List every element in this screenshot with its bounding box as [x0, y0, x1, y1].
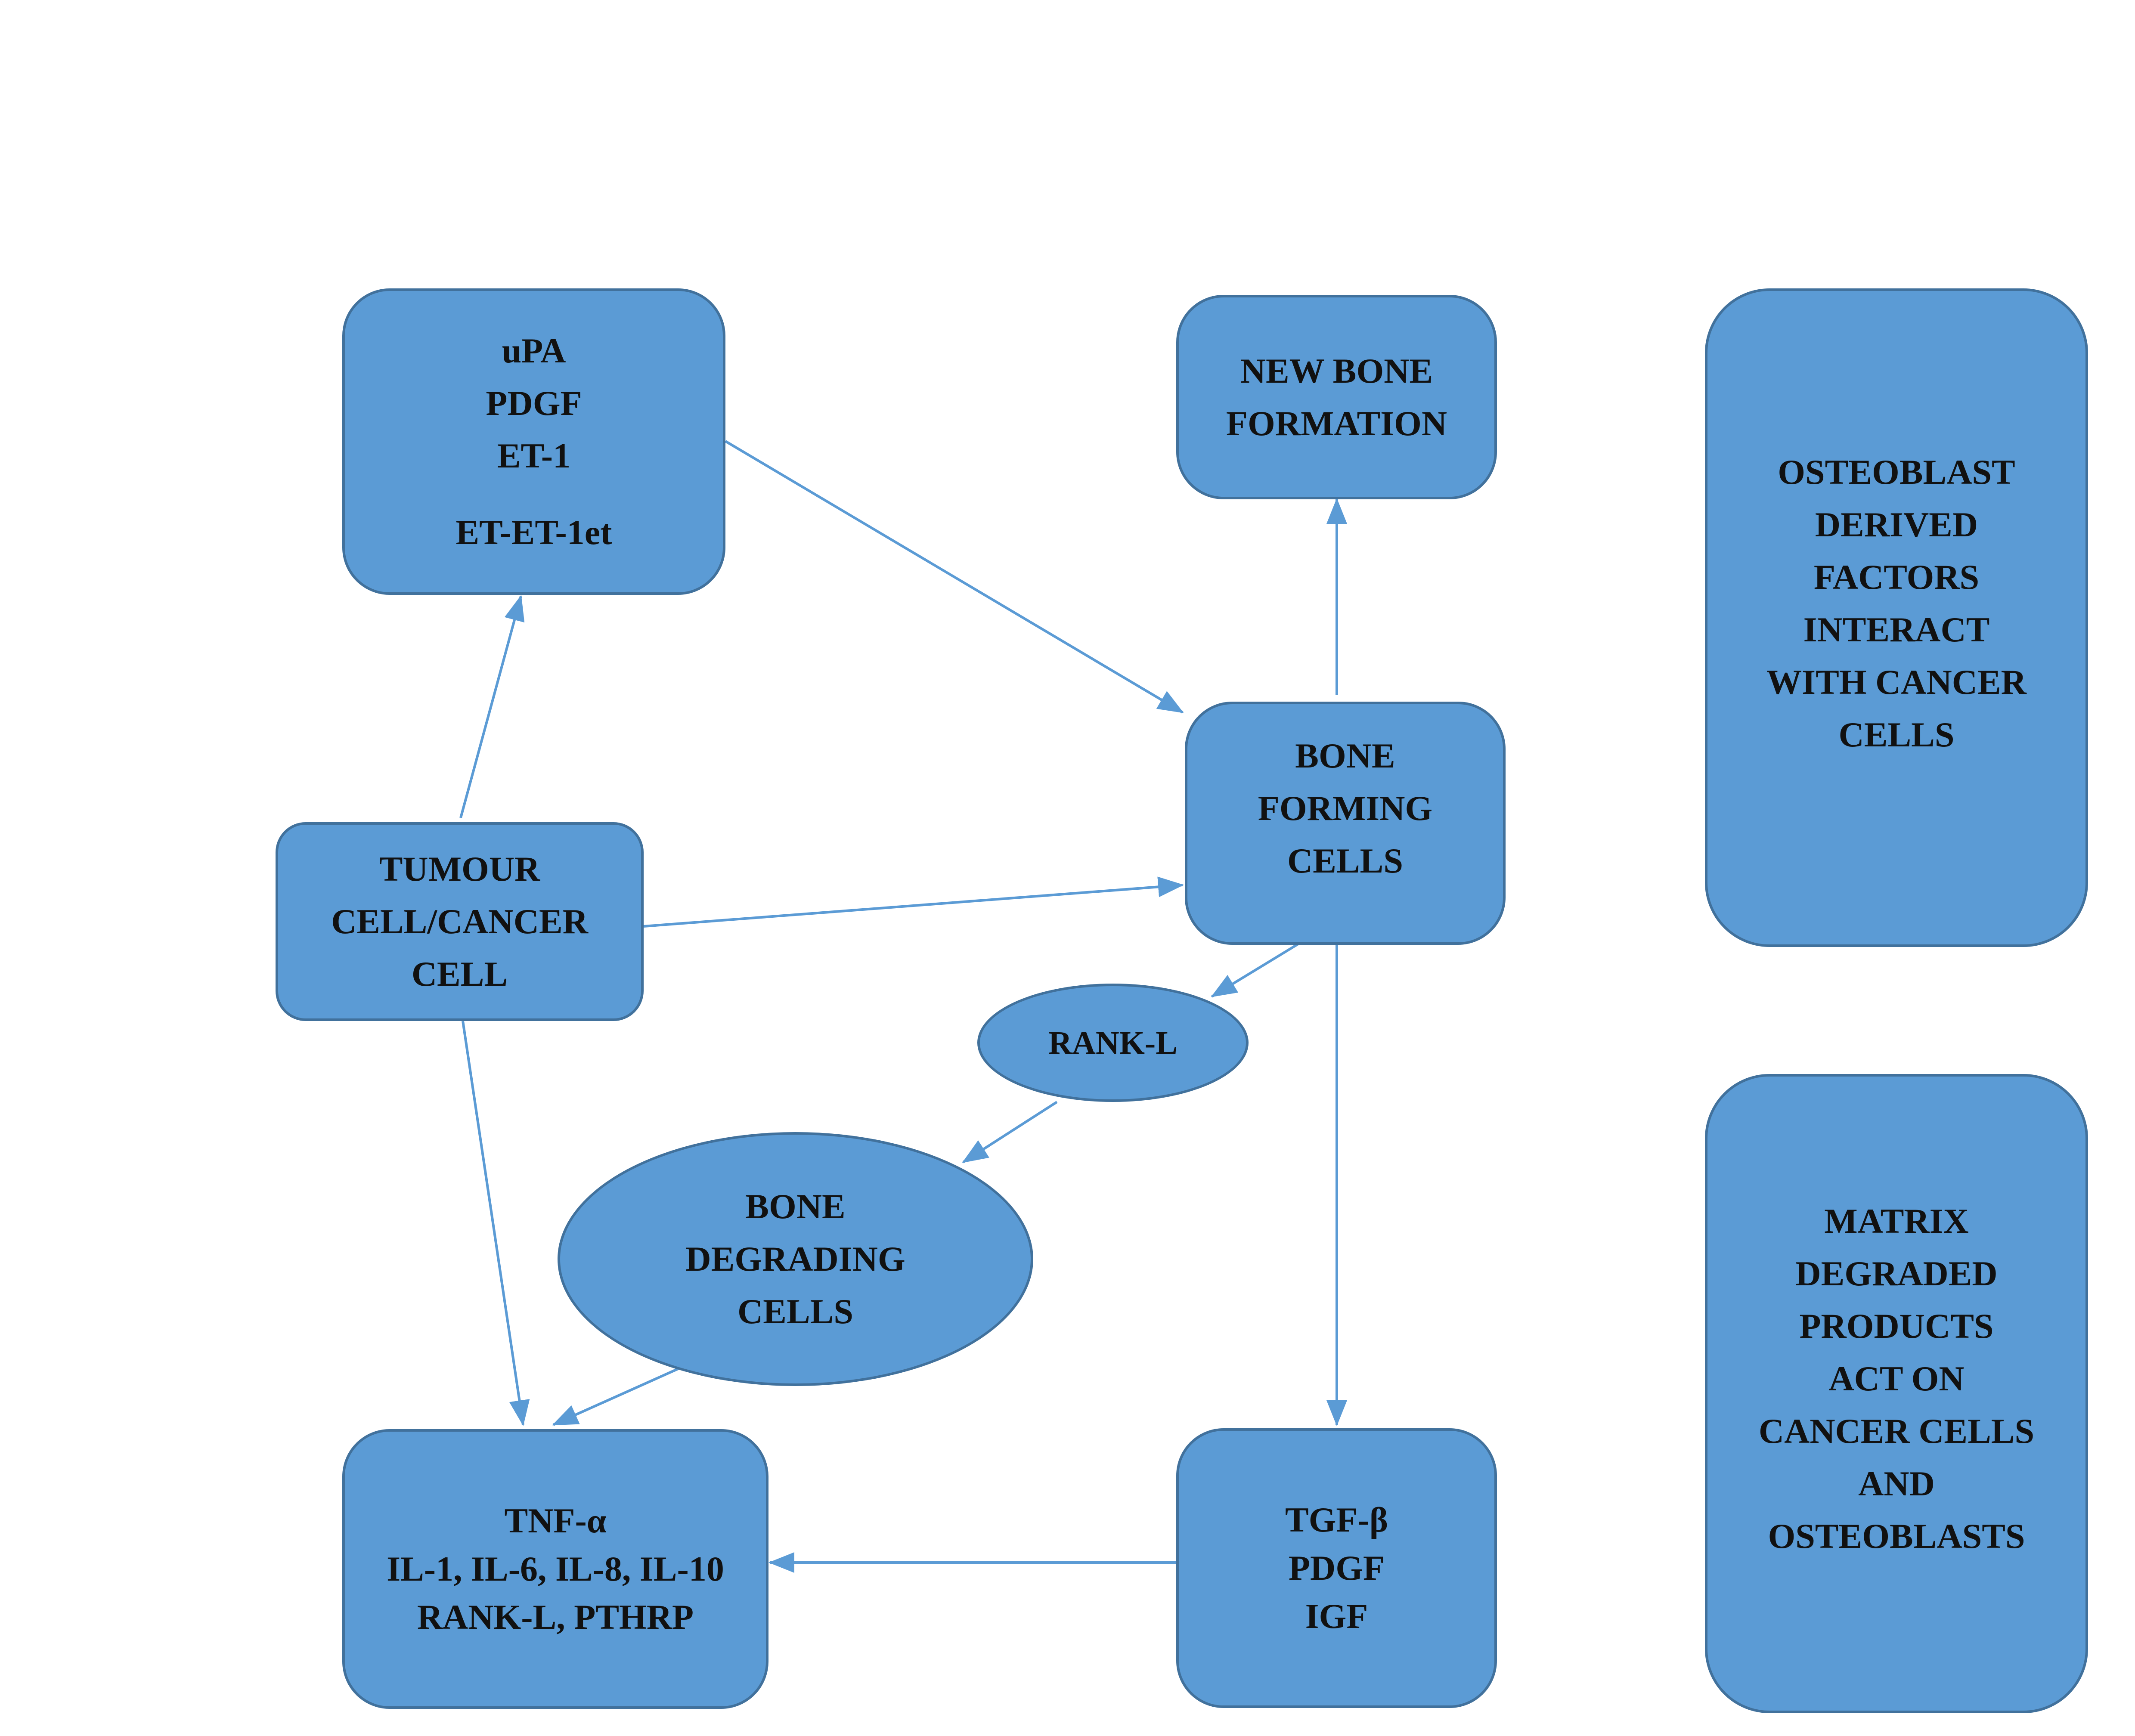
rank-l-ellipse: RANK-L: [977, 984, 1249, 1102]
bone-degrading-cells-ellipse: BONE DEGRADING CELLS: [558, 1132, 1033, 1386]
osteoblast-note-line-2: DERIVED: [1815, 505, 1978, 544]
matrix-note-line-4: ACT ON: [1828, 1358, 1965, 1398]
growth-factor-upa: uPA: [502, 331, 566, 370]
matrix-factors-box: TGF-β PDGF IGF: [1176, 1428, 1497, 1708]
bone-forming-cells-box: BONE FORMING CELLS: [1185, 702, 1506, 945]
matrix-note-line-5: CANCER CELLS: [1758, 1411, 2035, 1451]
growth-factor-et-et-1et: ET-ET-1et: [456, 513, 612, 552]
osteoblast-note-line-6: CELLS: [1838, 715, 1955, 754]
cytokines-box: TNF-α IL-1, IL-6, IL-8, IL-10 RANK-L, PT…: [342, 1429, 768, 1709]
matrix-note-line-6: AND: [1858, 1464, 1935, 1503]
edge-tumour-to-growth-factors: [459, 595, 525, 818]
matrix-note-line-1: MATRIX: [1824, 1201, 1969, 1241]
growth-factors-box: uPA PDGF ET-1 ET-ET-1et: [342, 288, 725, 595]
bone-forming-cells-line-2: FORMING: [1258, 788, 1433, 828]
tumour-cell-line-1: TUMOUR: [379, 849, 540, 888]
osteoblast-note-line-5: WITH CANCER: [1766, 662, 2027, 702]
cytokines-line-3: RANK-L, PTHRP: [417, 1597, 694, 1637]
new-bone-formation-box: NEW BONE FORMATION: [1176, 295, 1497, 499]
edge-growth-factors-to-bone-forming-cells: [725, 440, 1184, 714]
tumour-cell-line-2: CELL/CANCER: [331, 902, 588, 941]
cytokines-line-1: TNF-α: [504, 1501, 607, 1540]
matrix-factor-igf: IGF: [1305, 1597, 1368, 1636]
matrix-degraded-note: MATRIX DEGRADED PRODUCTS ACT ON CANCER C…: [1705, 1074, 2088, 1713]
osteoblast-note-line-4: INTERACT: [1803, 610, 1990, 649]
tumour-cell-box: TUMOUR CELL/CANCER CELL: [276, 822, 644, 1021]
growth-factor-et-1: ET-1: [497, 436, 571, 475]
matrix-note-line-7: OSTEOBLASTS: [1768, 1516, 2025, 1556]
tumour-cell-line-3: CELL: [411, 954, 508, 993]
bone-forming-cells-line-1: BONE: [1295, 736, 1395, 775]
rank-l-label: RANK-L: [1048, 1024, 1178, 1061]
matrix-note-line-2: DEGRADED: [1795, 1253, 1998, 1293]
osteoblast-factors-note: OSTEOBLAST DERIVED FACTORS INTERACT WITH…: [1705, 288, 2088, 947]
edge-rank-l-to-bone-degrading: [962, 1101, 1058, 1164]
osteoblast-note-line-1: OSTEOBLAST: [1778, 452, 2015, 492]
bone-degrading-cells-line-2: DEGRADING: [685, 1239, 905, 1278]
matrix-factor-pdgf: PDGF: [1288, 1548, 1385, 1587]
bone-degrading-cells-line-3: CELLS: [737, 1292, 853, 1331]
matrix-factor-tgf-beta: TGF-β: [1285, 1500, 1388, 1539]
new-bone-formation-line-2: FORMATION: [1226, 403, 1447, 443]
bone-degrading-cells-line-1: BONE: [745, 1187, 846, 1226]
cytokines-line-2: IL-1, IL-6, IL-8, IL-10: [387, 1549, 724, 1588]
bone-forming-cells-line-3: CELLS: [1287, 841, 1403, 880]
growth-factor-pdgf: PDGF: [486, 384, 582, 423]
matrix-note-line-3: PRODUCTS: [1799, 1306, 1994, 1346]
osteoblast-note-line-3: FACTORS: [1813, 557, 1980, 597]
edge-bone-degrading-to-cytokines: [552, 1368, 679, 1426]
new-bone-formation-line-1: NEW BONE: [1240, 351, 1433, 390]
edge-tumour-to-cytokines: [462, 1021, 530, 1426]
edge-bone-forming-to-rank-l: [1211, 942, 1300, 998]
edge-tumour-to-bone-forming-cells: [643, 876, 1184, 928]
